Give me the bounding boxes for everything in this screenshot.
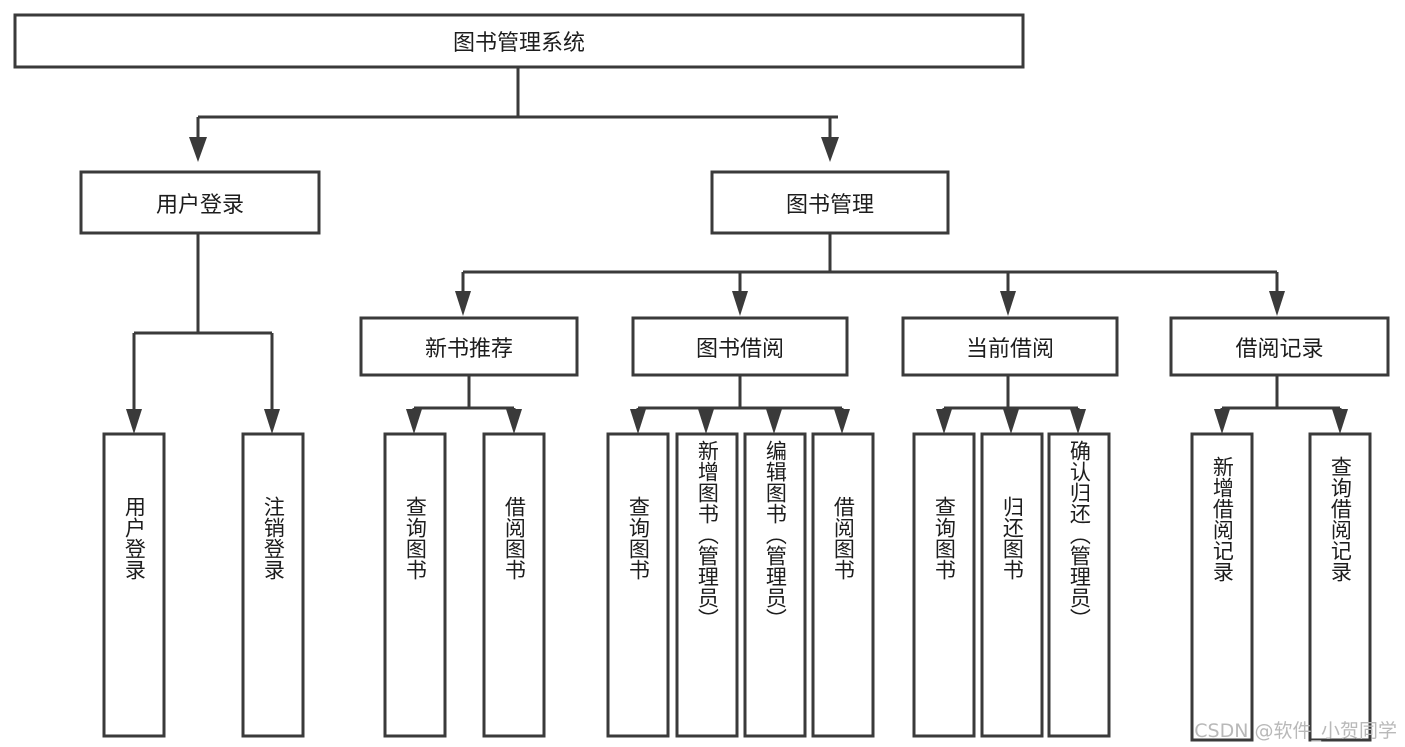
arrow-head-bookborrow-c4 xyxy=(834,409,850,434)
node-box-leaf-borrow-record-0[interactable] xyxy=(1190,432,1254,742)
arrow-head-userlogin-c1 xyxy=(126,409,142,434)
arrow-head-currentborrow-c3 xyxy=(1070,409,1086,434)
arrow-head-new-book xyxy=(455,291,471,316)
node-box-leaf-book-borrow-0[interactable] xyxy=(606,432,670,738)
arrow-head-bookborrow-c2 xyxy=(698,409,714,434)
node-box-leaf-new-book-0[interactable] xyxy=(383,432,447,738)
node-box-leaf-book-borrow-2[interactable] xyxy=(743,432,807,738)
node-box-leaf-current-borrow-1[interactable] xyxy=(980,432,1044,738)
node-box-leaf-current-borrow-2[interactable] xyxy=(1047,432,1111,738)
node-box-book-manage[interactable] xyxy=(710,170,950,235)
arrow-head-currentborrow-c1 xyxy=(936,409,952,434)
node-box-leaf-user-login-1[interactable] xyxy=(241,432,305,738)
node-box-leaf-new-book-1[interactable] xyxy=(482,432,546,738)
arrow-head-book-borrow xyxy=(732,291,748,316)
node-box-book-borrow[interactable] xyxy=(631,316,849,377)
connector-group-root xyxy=(189,67,839,162)
connector-group-book-borrow xyxy=(630,375,850,434)
arrow-head-bookborrow-c1 xyxy=(630,409,646,434)
arrow-head-book-manage xyxy=(821,137,839,162)
node-box-leaf-book-borrow-1[interactable] xyxy=(675,432,739,738)
arrow-head-user-login xyxy=(189,137,207,162)
node-box-leaf-book-borrow-3[interactable] xyxy=(811,432,875,738)
arrow-head-borrowrecord-c2 xyxy=(1332,409,1348,434)
arrow-head-current-borrow xyxy=(1000,291,1016,316)
connector-group-book-manage xyxy=(455,233,1285,316)
node-box-borrow-record[interactable] xyxy=(1169,316,1390,377)
connector-group-current-borrow xyxy=(936,375,1086,434)
connector-group-user-login xyxy=(126,233,280,434)
arrow-head-currentborrow-c2 xyxy=(1003,409,1019,434)
arrow-head-newbook-c1 xyxy=(406,409,422,434)
arrow-head-borrowrecord-c1 xyxy=(1214,409,1230,434)
node-box-leaf-borrow-record-1[interactable] xyxy=(1308,432,1372,742)
node-box-root[interactable] xyxy=(13,13,1025,69)
node-box-user-login[interactable] xyxy=(79,170,321,235)
connector-group-borrow-record xyxy=(1214,375,1348,434)
connector-group-new-book xyxy=(406,375,522,434)
arrow-head-userlogin-c2 xyxy=(264,409,280,434)
node-box-leaf-user-login-0[interactable] xyxy=(102,432,166,738)
node-box-leaf-current-borrow-0[interactable] xyxy=(912,432,976,738)
node-box-current-borrow[interactable] xyxy=(901,316,1119,377)
arrow-head-bookborrow-c3 xyxy=(766,409,782,434)
arrow-head-borrow-record xyxy=(1269,291,1285,316)
node-box-new-book-recommend[interactable] xyxy=(359,316,579,377)
arrow-head-newbook-c2 xyxy=(506,409,522,434)
